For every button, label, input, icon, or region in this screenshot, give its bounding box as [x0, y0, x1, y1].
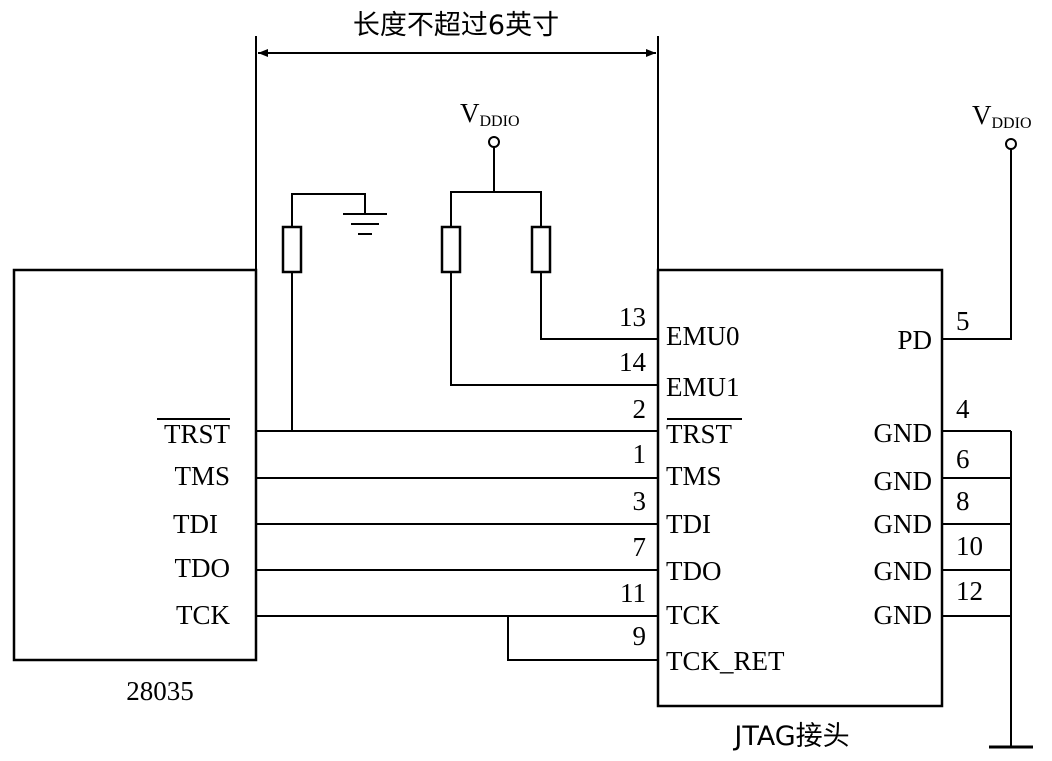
wire-emu0 — [540, 272, 658, 340]
pin-number-12: 12 — [956, 576, 983, 606]
pin-number-10: 10 — [956, 531, 983, 561]
ground-icon — [343, 213, 387, 235]
wire-pulldown-to-ground — [291, 193, 366, 227]
pin-number-2: 2 — [633, 394, 647, 424]
chip-pin-tdi: TDI — [173, 509, 218, 539]
chip-pin-trst: TRST — [164, 419, 231, 449]
wire-emu1 — [450, 272, 658, 386]
header-pin-emu0: EMU0 — [666, 321, 740, 351]
length-limit-label: 长度不超过6英寸 — [353, 10, 559, 41]
trst-pulldown-resistor — [281, 225, 303, 274]
wire-tck-ret-loop — [507, 616, 658, 661]
chip-28035-box — [12, 268, 258, 662]
wire-pd — [942, 149, 1012, 340]
header-pin-emu1: EMU1 — [666, 372, 740, 402]
emu1-pullup-resistor — [440, 225, 462, 274]
pin-number-13: 13 — [619, 302, 646, 332]
header-pin-gnd-10: GND — [874, 556, 933, 586]
emu0-pullup-resistor — [530, 225, 552, 274]
header-pin-tdi: TDI — [666, 509, 711, 539]
header-pin-gnd-8: GND — [874, 509, 933, 539]
header-pin-tdo: TDO — [666, 556, 722, 586]
chip-name: 28035 — [126, 676, 194, 706]
chip-pin-tck: TCK — [176, 600, 231, 630]
jtag-header-box — [656, 268, 944, 708]
pin-number-9: 9 — [633, 621, 647, 651]
header-pin-pd: PD — [897, 325, 932, 355]
pin-number-14: 14 — [619, 347, 647, 377]
header-pin-gnd-4: GND — [874, 418, 933, 448]
pin-number-8: 8 — [956, 486, 970, 516]
header-pin-tck-ret: TCK_RET — [666, 646, 785, 676]
header-pin-tck: TCK — [666, 600, 721, 630]
header-pin-tms: TMS — [666, 461, 722, 491]
chip-pin-tms: TMS — [174, 461, 230, 491]
pin-number-5: 5 — [956, 306, 970, 336]
supply-terminal-emu — [488, 136, 500, 148]
pin-number-3: 3 — [633, 486, 647, 516]
pin-number-6: 6 — [956, 444, 970, 474]
supply-label-emu: VDDIO — [460, 98, 520, 130]
pin-number-1: 1 — [633, 439, 647, 469]
pin-number-7: 7 — [633, 532, 647, 562]
pin-number-11: 11 — [620, 578, 646, 608]
wire-emu-pullup-bus — [450, 191, 542, 227]
header-pin-gnd-6: GND — [874, 466, 933, 496]
pin-number-4: 4 — [956, 394, 970, 424]
chip-pin-tdo: TDO — [175, 553, 231, 583]
supply-label-pd: VDDIO — [972, 100, 1032, 132]
supply-terminal-pd — [1005, 138, 1017, 150]
header-pin-gnd-12: GND — [874, 600, 933, 630]
header-name: JTAG接头 — [732, 721, 849, 752]
header-pin-trst: TRST — [666, 419, 733, 449]
